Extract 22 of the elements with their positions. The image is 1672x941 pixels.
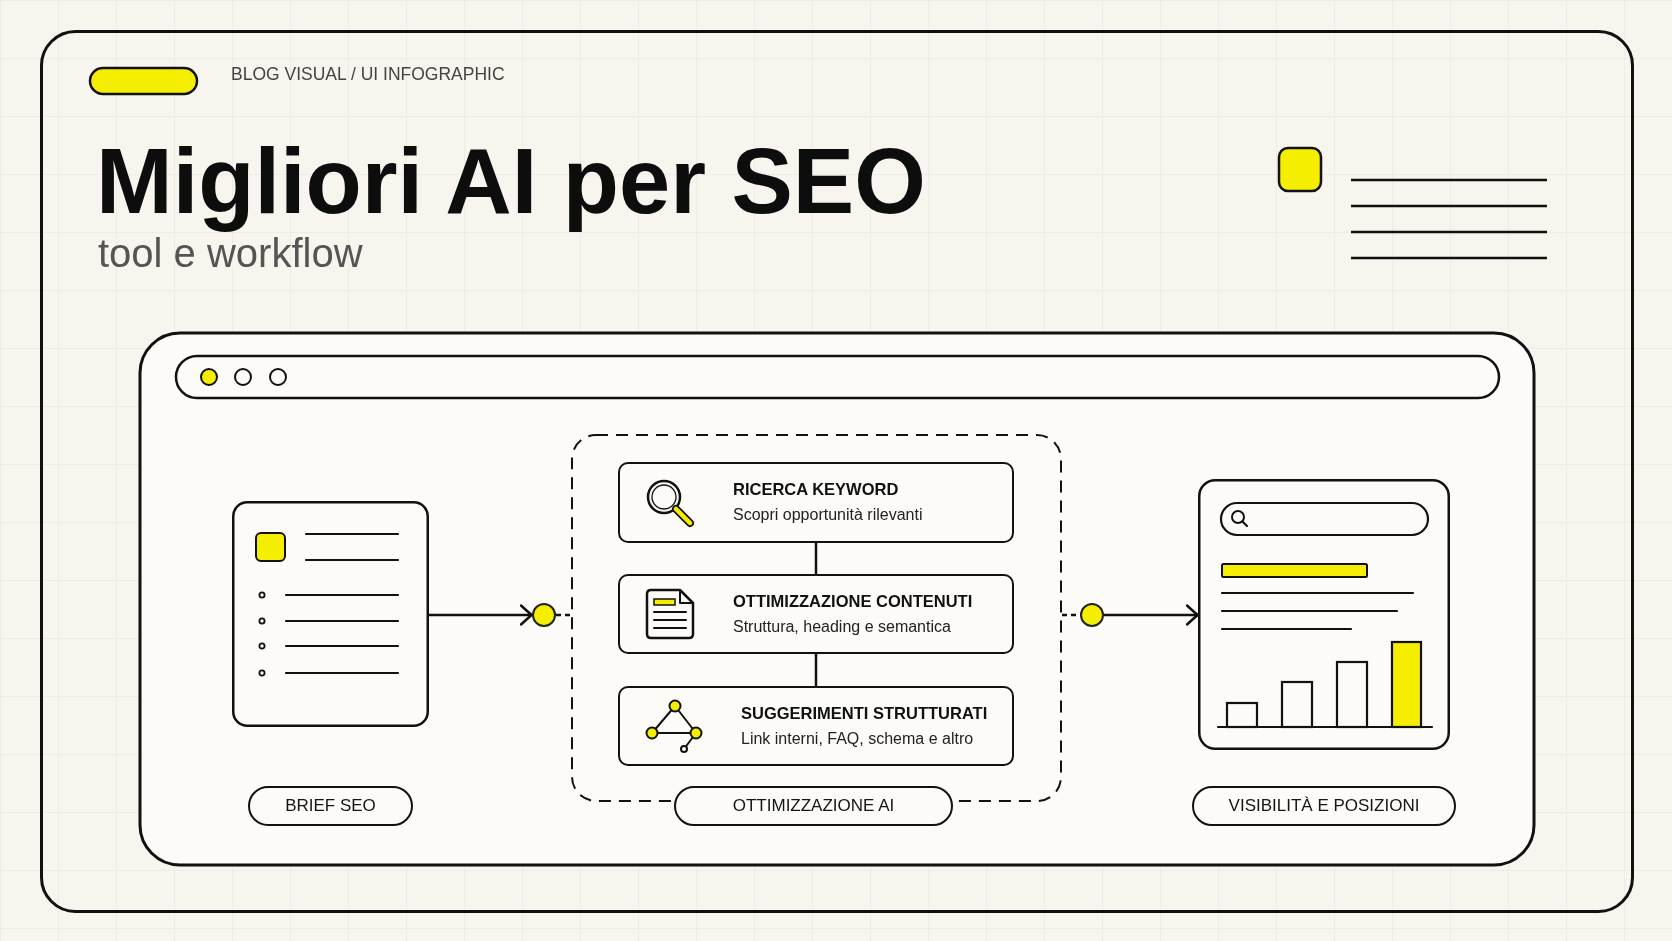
step-title: OTTIMIZZAZIONE CONTENUTI [733, 591, 973, 611]
connector-line [814, 543, 818, 574]
step-card [618, 686, 1014, 766]
stage-label: OTTIMIZZAZIONE AI [674, 786, 953, 826]
stage-label: BRIEF SEO [248, 786, 413, 826]
search-results-illustration [1198, 479, 1450, 750]
step-card [618, 574, 1014, 654]
step-description: Link interni, FAQ, schema e altro [741, 729, 975, 749]
category-label: BLOG VISUAL / UI INFOGRAPHIC [231, 64, 505, 85]
dashed-connector [556, 613, 571, 617]
document-illustration [232, 501, 429, 727]
arrow [429, 604, 533, 626]
step-card [618, 462, 1014, 543]
step-description: Scopri opportunità rilevanti [733, 506, 923, 525]
connector-line [814, 654, 818, 686]
title: Migliori AI per SEO [96, 129, 926, 234]
subtitle: tool e workflow [98, 231, 363, 277]
step-description: Struttura, heading e semantica [733, 617, 952, 637]
arrow [1104, 604, 1199, 626]
step-title: RICERCA KEYWORD [733, 480, 900, 500]
step-title: SUGGERIMENTI STRUTTURATI [741, 703, 988, 723]
stage-label: VISIBILITÀ E POSIZIONI [1192, 786, 1456, 826]
